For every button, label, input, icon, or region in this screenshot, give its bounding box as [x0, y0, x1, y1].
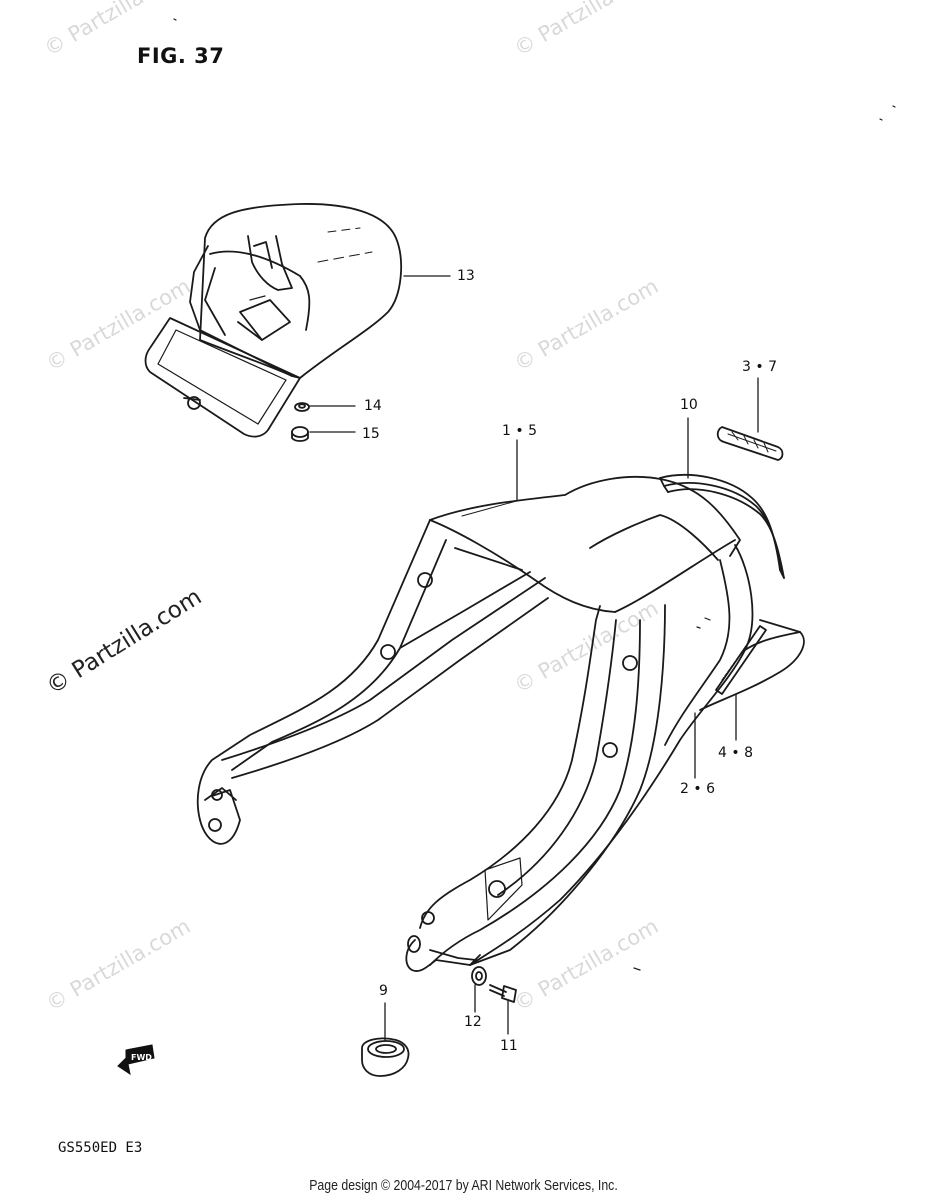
callout-3-7[interactable]: 3 • 7 [742, 359, 777, 375]
callout-1-5[interactable]: 1 • 5 [502, 423, 537, 439]
callout-13[interactable]: 13 [457, 268, 475, 284]
fwd-label: FWD [131, 1053, 152, 1062]
callout-9[interactable]: 9 [379, 983, 388, 999]
nut-part [291, 426, 309, 442]
bolt-part [489, 984, 517, 1003]
callout-11[interactable]: 11 [500, 1038, 518, 1054]
seal-strip-part [659, 474, 785, 579]
grommet-part [361, 1037, 410, 1077]
emblem-part [716, 426, 784, 461]
callout-15[interactable]: 15 [362, 426, 380, 442]
scan-specks [173, 18, 896, 971]
callout-10[interactable]: 10 [680, 397, 698, 413]
leader-lines [309, 275, 759, 1041]
tail-box-part [144, 203, 403, 438]
figure-title: FIG. 37 [137, 44, 225, 68]
callout-14[interactable]: 14 [364, 398, 382, 414]
callout-4-8[interactable]: 4 • 8 [718, 745, 753, 761]
seat-tail-cowl-part [196, 475, 805, 972]
callout-2-6[interactable]: 2 • 6 [680, 781, 715, 797]
fwd-arrow-icon: FWD [117, 1044, 155, 1076]
model-code: GS550ED E3 [58, 1140, 143, 1156]
page-footer: Page design © 2004-2017 by ARI Network S… [309, 1177, 618, 1194]
washer-part [471, 966, 487, 986]
callout-12[interactable]: 12 [464, 1014, 482, 1030]
washer-part [294, 402, 310, 412]
side-decal-part [715, 625, 767, 695]
